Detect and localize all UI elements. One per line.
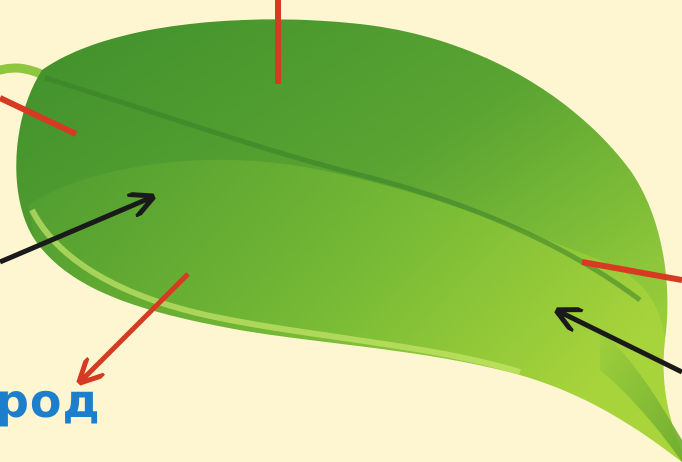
oxygen-label: род bbox=[0, 378, 101, 424]
